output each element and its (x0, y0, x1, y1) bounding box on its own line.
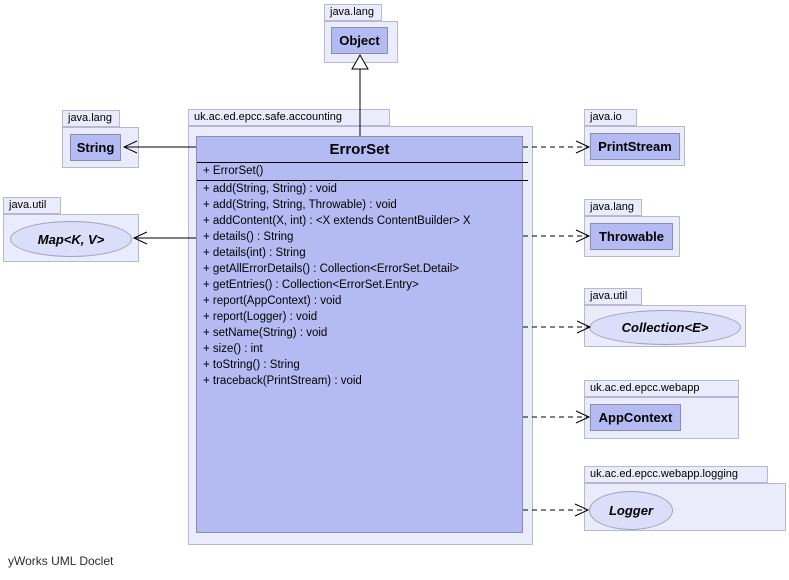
class-node-printstream[interactable]: PrintStream (590, 133, 680, 160)
package-tab-throwable: java.lang (584, 199, 642, 216)
interface-label: Map<K, V> (37, 231, 105, 247)
class-node-appcontext[interactable]: AppContext (590, 404, 681, 431)
package-label: java.io (590, 111, 622, 123)
method-row[interactable]: + toString() : String (203, 359, 300, 371)
package-tab-object: java.lang (324, 4, 382, 21)
interface-node-logger[interactable]: Logger (589, 491, 673, 530)
class-label: PrintStream (598, 139, 672, 154)
package-label: java.util (590, 290, 628, 302)
method-row[interactable]: + add(String, String) : void (203, 183, 337, 195)
doclet-footer: yWorks UML Doclet (8, 554, 114, 568)
method-row[interactable]: + traceback(PrintStream) : void (203, 375, 362, 387)
method-row[interactable]: + report(Logger) : void (203, 311, 318, 323)
method-row[interactable]: + getAllErrorDetails() : Collection<Erro… (203, 263, 459, 275)
method-row[interactable]: + addContent(X, int) : <X extends Conten… (203, 215, 471, 227)
method-row[interactable]: + details(int) : String (203, 247, 306, 259)
class-label: Throwable (598, 229, 664, 244)
method-row[interactable]: + setName(String) : void (203, 327, 328, 339)
interface-label: Collection<E> (621, 320, 709, 335)
interface-label: Logger (608, 503, 654, 518)
package-tab-string: java.lang (62, 110, 120, 127)
class-node-errorset: ErrorSet + ErrorSet() + add(String, Stri… (196, 136, 528, 533)
package-tab-collection: java.util (584, 288, 642, 305)
package-label: java.lang (68, 112, 113, 124)
package-tab-map: java.util (3, 197, 61, 214)
constructor-row[interactable]: + ErrorSet() (197, 162, 528, 181)
class-node-throwable[interactable]: Throwable (590, 223, 673, 250)
interface-node-collection[interactable]: Collection<E> (589, 310, 741, 345)
class-node-string[interactable]: String (70, 134, 121, 161)
package-label: java.lang (330, 6, 375, 18)
method-list: + add(String, String) : void + add(String… (197, 181, 522, 389)
class-node-object[interactable]: Object (331, 27, 388, 54)
method-row[interactable]: + details() : String (203, 231, 294, 243)
package-tab-appcontext: uk.ac.ed.epcc.webapp (584, 380, 739, 397)
class-label: AppContext (598, 410, 673, 425)
class-label: Object (339, 33, 380, 48)
method-row[interactable]: + add(String, String, Throwable) : void (203, 199, 397, 211)
class-title: ErrorSet (329, 141, 390, 158)
package-label: java.util (9, 199, 47, 211)
package-label: uk.ac.ed.epcc.webapp (590, 382, 700, 394)
package-label: uk.ac.ed.epcc.safe.accounting (194, 111, 342, 123)
class-label: String (76, 140, 115, 155)
interface-node-map[interactable]: Map<K, V> (10, 221, 132, 257)
method-row[interactable]: + getEntries() : Collection<ErrorSet.Ent… (203, 279, 419, 291)
package-tab-main: uk.ac.ed.epcc.safe.accounting (188, 109, 390, 126)
package-label: java.lang (590, 201, 635, 213)
method-row[interactable]: + size() : int (203, 343, 263, 355)
package-label: uk.ac.ed.epcc.webapp.logging (590, 468, 738, 480)
package-tab-logger: uk.ac.ed.epcc.webapp.logging (584, 466, 768, 483)
package-tab-printstream: java.io (584, 109, 637, 126)
method-row[interactable]: + report(AppContext) : void (203, 295, 342, 307)
